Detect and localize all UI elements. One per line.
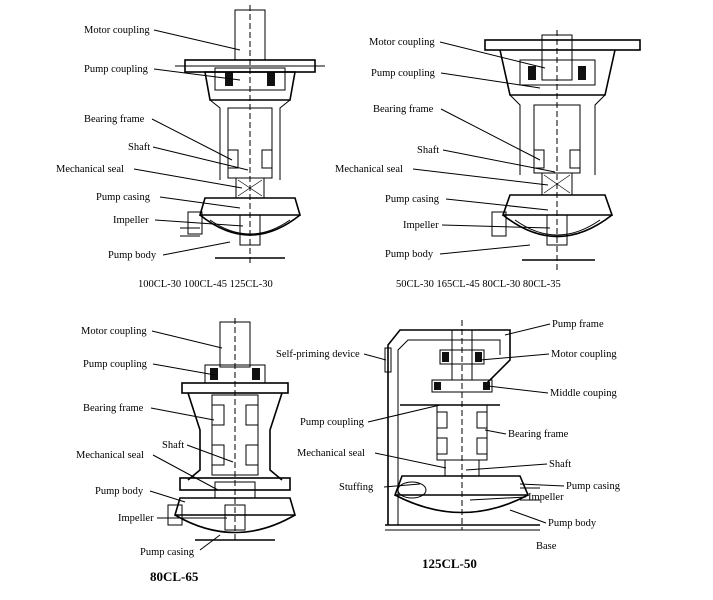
caption-diagram-4: 125CL-50 [422, 556, 477, 571]
label-motor-coupling-2: Motor coupling [369, 37, 435, 48]
label-motor-coupling-1: Motor coupling [84, 25, 150, 36]
pump-drawing-1 [175, 5, 325, 265]
label-mechanical-seal-3: Mechanical seal [76, 450, 144, 461]
label-motor-coupling-3: Motor coupling [81, 326, 147, 337]
label-pump-casing-3: Pump casing [140, 547, 195, 558]
label-pump-coupling-3: Pump coupling [83, 359, 148, 370]
label-pump-casing-2: Pump casing [385, 194, 440, 205]
label-mechanical-seal-4: Mechanical seal [297, 448, 365, 459]
label-pump-body-4: Pump body [548, 518, 597, 529]
label-bearing-frame-4: Bearing frame [508, 429, 569, 440]
label-middle-couping-4: Middle couping [550, 388, 618, 399]
pump-drawing-3 [167, 318, 297, 541]
labels-diagram-1: Motor coupling Pump coupling Bearing fra… [56, 25, 273, 290]
label-base-4: Base [536, 541, 557, 552]
pump-drawing-2 [484, 30, 641, 270]
label-shaft-1: Shaft [128, 142, 150, 153]
label-bearing-frame-2: Bearing frame [373, 104, 434, 115]
label-pump-casing-4: Pump casing [566, 481, 621, 492]
caption-diagram-3: 80CL-65 [150, 569, 199, 584]
label-self-priming-device-4: Self-priming device [276, 349, 360, 360]
label-pump-casing-1: Pump casing [96, 192, 151, 203]
labels-diagram-2: Motor coupling Pump coupling Bearing fra… [335, 37, 561, 290]
label-impeller-1: Impeller [113, 215, 149, 226]
label-bearing-frame-3: Bearing frame [83, 403, 144, 414]
caption-diagram-2: 50CL-30 165CL-45 80CL-30 80CL-35 [396, 279, 561, 290]
caption-diagram-1: 100CL-30 100CL-45 125CL-30 [138, 279, 273, 290]
label-impeller-3: Impeller [118, 513, 154, 524]
label-impeller-4: Impeller [528, 492, 564, 503]
label-stuffing-4: Stuffing [339, 482, 374, 493]
label-pump-frame-4: Pump frame [552, 319, 604, 330]
label-pump-body-3: Pump body [95, 486, 144, 497]
label-shaft-3: Shaft [162, 440, 184, 451]
label-mechanical-seal-2: Mechanical seal [335, 164, 403, 175]
label-impeller-2: Impeller [403, 220, 439, 231]
label-pump-coupling-2: Pump coupling [371, 68, 436, 79]
label-bearing-frame-1: Bearing frame [84, 114, 145, 125]
label-shaft-4: Shaft [549, 459, 571, 470]
label-motor-coupling-4: Motor coupling [551, 349, 617, 360]
label-shaft-2: Shaft [417, 145, 439, 156]
label-pump-body-2: Pump body [385, 249, 434, 260]
label-pump-body-1: Pump body [108, 250, 157, 261]
label-mechanical-seal-1: Mechanical seal [56, 164, 124, 175]
pump-drawing-4 [384, 320, 540, 531]
labels-diagram-3: Motor coupling Pump coupling Bearing fra… [76, 326, 234, 584]
label-pump-coupling-4: Pump coupling [300, 417, 365, 428]
label-pump-coupling-1: Pump coupling [84, 64, 149, 75]
labels-diagram-4: Pump frame Motor coupling Self-priming d… [276, 319, 621, 571]
